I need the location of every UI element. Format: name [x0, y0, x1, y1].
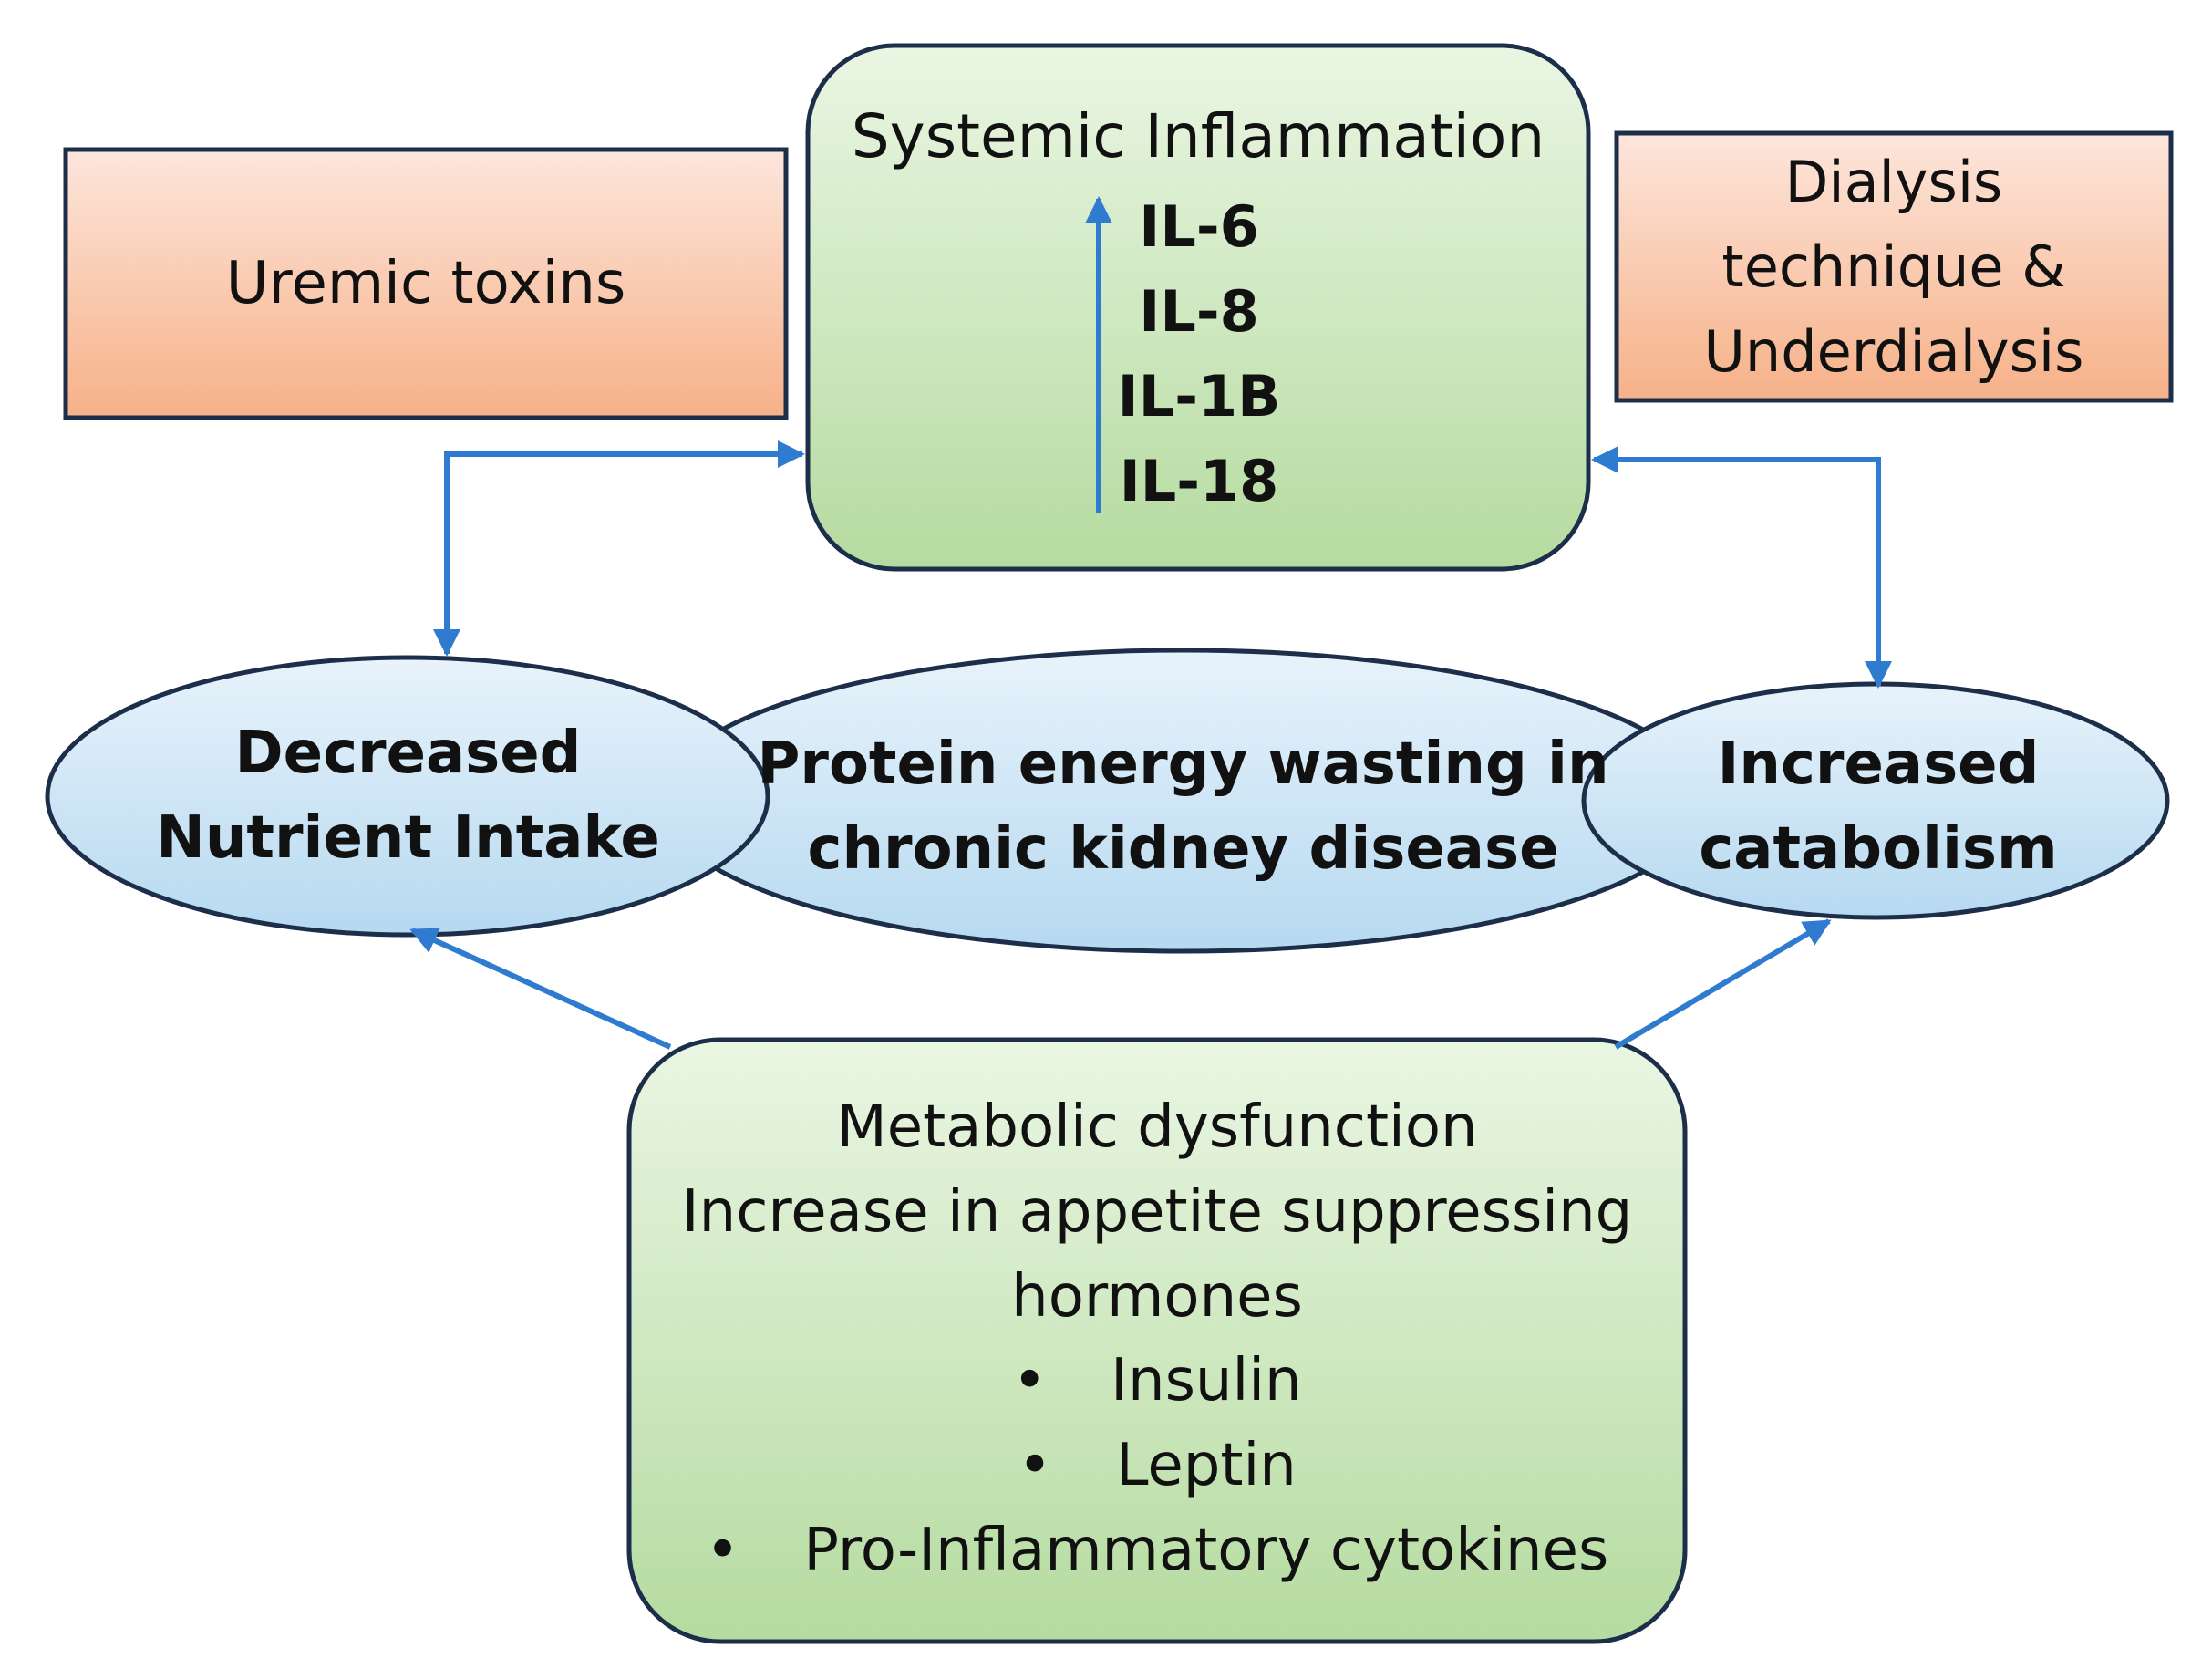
dialysis-label-box: Dialysis technique & Underdialysis [1617, 133, 2171, 400]
metabolic-bullet-text: Insulin [1111, 1347, 1302, 1415]
increased-catabolism-label-box: Increased catabolism [1605, 716, 2152, 898]
inflammation-catabolism-arrow [1591, 446, 1892, 689]
uremic-toxins-box [63, 147, 789, 420]
metabolic-line: Increase in appetite suppressing [681, 1177, 1633, 1246]
bullet-icon: • [705, 1516, 740, 1584]
inflammation-intake-arrow [433, 440, 805, 657]
uremic-toxins-label: Uremic toxins [225, 249, 626, 317]
metabolic-to-catabolism-arrow [1614, 918, 1832, 1050]
dialysis-line: Underdialysis [1703, 318, 2084, 385]
metabolic-bullet-item: • Pro-Inflammatory cytokines [706, 1508, 1609, 1593]
metabolic-dysfunction-box [626, 1037, 1688, 1644]
pew-line: chronic kidney disease [807, 815, 1559, 883]
metabolic-bullet-item: • Leptin [1018, 1424, 1297, 1508]
decreased-intake-ellipse [45, 655, 770, 938]
bullet-icon: • [1012, 1347, 1048, 1415]
systemic-inflammation-box [805, 43, 1591, 572]
cytokine-marker: IL-6 [1139, 193, 1259, 260]
metabolic-line: hormones [1011, 1262, 1303, 1331]
decreased-intake-line: Nutrient Intake [156, 804, 660, 872]
decreased-intake-line: Decreased [234, 720, 582, 788]
decreased-intake-label-box: Decreased Nutrient Intake [91, 705, 725, 887]
metabolic-bullet-text: Pro-Inflammatory cytokines [803, 1516, 1609, 1584]
metabolic-dysfunction-text: Metabolic dysfunction Increase in appeti… [629, 1085, 1685, 1596]
metabolic-to-intake-arrow [409, 928, 672, 1050]
metabolic-line: Metabolic dysfunction [836, 1093, 1478, 1161]
dialysis-box [1614, 130, 2174, 403]
cytokine-marker: IL-1B [1117, 363, 1281, 430]
metabolic-bullet-text: Leptin [1115, 1432, 1297, 1500]
cytokine-marker: IL-18 [1119, 448, 1279, 514]
systemic-inflammation-title-box: Systemic Inflammation [808, 91, 1588, 182]
pew-label-box: Protein energy wasting in chronic kidney… [757, 716, 1608, 898]
dialysis-line: technique & [1721, 233, 2066, 300]
pew-line: Protein energy wasting in [757, 731, 1609, 799]
dialysis-line: Dialysis [1784, 149, 2003, 215]
cytokine-marker: IL-8 [1139, 278, 1259, 345]
increased-catabolism-line: Increased [1717, 731, 2040, 799]
cytokine-marker-list: IL-6 IL-8 IL-1B IL-18 [1108, 182, 1290, 525]
metabolic-bullet-item: • Insulin [1012, 1339, 1301, 1424]
increased-catabolism-line: catabolism [1699, 815, 2058, 883]
systemic-inflammation-title: Systemic Inflammation [851, 101, 1545, 172]
bullet-icon: • [1018, 1432, 1052, 1500]
uremic-toxins-label-box: Uremic toxins [66, 150, 786, 418]
